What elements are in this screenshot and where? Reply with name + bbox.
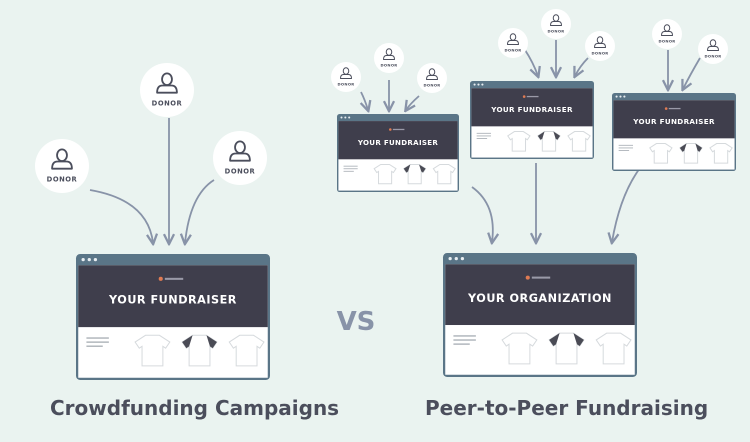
tshirt-icon bbox=[432, 163, 456, 185]
peer-to-peer-caption: Peer-to-Peer Fundraising bbox=[425, 396, 709, 420]
flow-arrow bbox=[612, 167, 641, 242]
window-dot bbox=[93, 257, 98, 262]
person-icon bbox=[51, 148, 73, 170]
window-dot bbox=[348, 116, 351, 119]
page-header bbox=[471, 88, 593, 127]
flow-arrow bbox=[185, 179, 215, 243]
flow-arrow bbox=[361, 91, 368, 110]
tshirt-icon bbox=[507, 131, 531, 152]
person-icon bbox=[661, 24, 673, 36]
person-icon bbox=[156, 72, 178, 94]
page-header bbox=[78, 265, 268, 328]
donor-node: DONOR bbox=[541, 9, 571, 39]
person-icon bbox=[594, 36, 606, 48]
fundraiser-page-2: YOUR FUNDRAISER bbox=[470, 81, 594, 159]
flow-arrow bbox=[89, 189, 153, 243]
person-icon bbox=[229, 140, 251, 162]
donor-node: DONOR bbox=[331, 62, 361, 92]
window-dot bbox=[481, 83, 484, 86]
donor-node: DONOR bbox=[417, 63, 447, 93]
person-icon bbox=[340, 67, 352, 79]
bonfire-logo-icon bbox=[664, 107, 681, 110]
donor-node: DONOR bbox=[374, 43, 404, 73]
bonfire-logo-icon bbox=[158, 276, 184, 281]
flow-arrow bbox=[575, 57, 589, 76]
donor-label: DONOR bbox=[152, 99, 183, 107]
donor-node: DONOR bbox=[35, 139, 89, 193]
donor-node: DONOR bbox=[498, 28, 528, 58]
donor-node: DONOR bbox=[140, 63, 194, 117]
flow-arrow bbox=[471, 186, 493, 242]
bonfire-logo-icon bbox=[389, 128, 405, 131]
page-header bbox=[445, 264, 635, 326]
tshirt-icon bbox=[501, 332, 538, 365]
bonfire-logo-icon bbox=[522, 95, 539, 98]
tshirt-icon bbox=[709, 143, 733, 164]
person-icon bbox=[383, 48, 395, 60]
fundraiser-title: YOUR FUNDRAISER bbox=[490, 105, 573, 114]
donor-label: DONOR bbox=[504, 49, 521, 53]
window-dot bbox=[454, 256, 458, 261]
fundraiser-title: YOUR FUNDRAISER bbox=[632, 117, 715, 126]
donor-label: DONOR bbox=[658, 40, 675, 44]
flow-arrow bbox=[683, 57, 701, 89]
page-header bbox=[613, 100, 735, 139]
raglan-shirt-icon bbox=[548, 332, 585, 365]
donor-label: DONOR bbox=[704, 55, 721, 59]
organization-page: YOUR ORGANIZATION bbox=[443, 253, 637, 377]
donor-label: DONOR bbox=[337, 83, 354, 87]
window-dot bbox=[477, 83, 480, 86]
flow-arrow bbox=[524, 49, 538, 76]
fundraiser-pages: YOUR FUNDRAISER YOUR FUNDRAISER YOUR FUNDR… bbox=[76, 81, 736, 380]
window-dot bbox=[615, 95, 618, 98]
vs-label: VS bbox=[337, 307, 376, 337]
tshirt-icon bbox=[134, 334, 171, 367]
window-dot bbox=[619, 95, 622, 98]
fundraiser-page-1: YOUR FUNDRAISER bbox=[337, 114, 459, 192]
fundraiser-title: YOUR FUNDRAISER bbox=[357, 138, 439, 147]
raglan-shirt-icon bbox=[181, 334, 218, 367]
window-dot bbox=[344, 116, 347, 119]
donor-label: DONOR bbox=[47, 175, 78, 183]
tshirt-icon bbox=[567, 131, 591, 152]
window-dot bbox=[473, 83, 476, 86]
donor-label: DONOR bbox=[380, 64, 397, 68]
donor-node: DONOR bbox=[652, 19, 682, 49]
person-icon bbox=[707, 39, 719, 51]
window-dot bbox=[623, 95, 626, 98]
donor-node: DONOR bbox=[698, 34, 728, 64]
tshirt-icon bbox=[228, 334, 265, 367]
donor-node: DONOR bbox=[585, 31, 615, 61]
crowdfunding-page: YOUR FUNDRAISER bbox=[76, 254, 270, 380]
window-dot bbox=[340, 116, 343, 119]
raglan-shirt-icon bbox=[403, 163, 427, 185]
fundraiser-title: YOUR FUNDRAISER bbox=[108, 294, 237, 307]
window-dot bbox=[460, 256, 465, 261]
person-icon bbox=[426, 68, 438, 80]
donor-group: DONOR DONOR DONOR DONOR DONOR DONOR DONOR DONOR… bbox=[35, 9, 728, 193]
window-dot bbox=[81, 257, 85, 262]
page-header bbox=[338, 121, 458, 160]
window-dot bbox=[448, 256, 452, 261]
donor-node: DONOR bbox=[213, 131, 267, 185]
flow-arrows bbox=[89, 40, 701, 243]
person-icon bbox=[507, 33, 519, 45]
donor-label: DONOR bbox=[225, 167, 256, 175]
raglan-shirt-icon bbox=[679, 143, 703, 164]
crowdfunding-caption: Crowdfunding Campaigns bbox=[50, 396, 340, 420]
donor-label: DONOR bbox=[423, 84, 440, 88]
bonfire-logo-icon bbox=[525, 275, 551, 280]
flow-arrow bbox=[406, 95, 420, 110]
person-icon bbox=[550, 14, 562, 26]
fundraiser-title: YOUR ORGANIZATION bbox=[467, 292, 612, 305]
tshirt-icon bbox=[373, 163, 397, 185]
tshirt-icon bbox=[595, 332, 632, 365]
window-dot bbox=[87, 257, 91, 262]
donor-label: DONOR bbox=[547, 30, 564, 34]
tshirt-icon bbox=[649, 143, 673, 164]
raglan-shirt-icon bbox=[537, 131, 561, 152]
fundraiser-page-3: YOUR FUNDRAISER bbox=[612, 93, 736, 171]
donor-label: DONOR bbox=[591, 52, 608, 56]
